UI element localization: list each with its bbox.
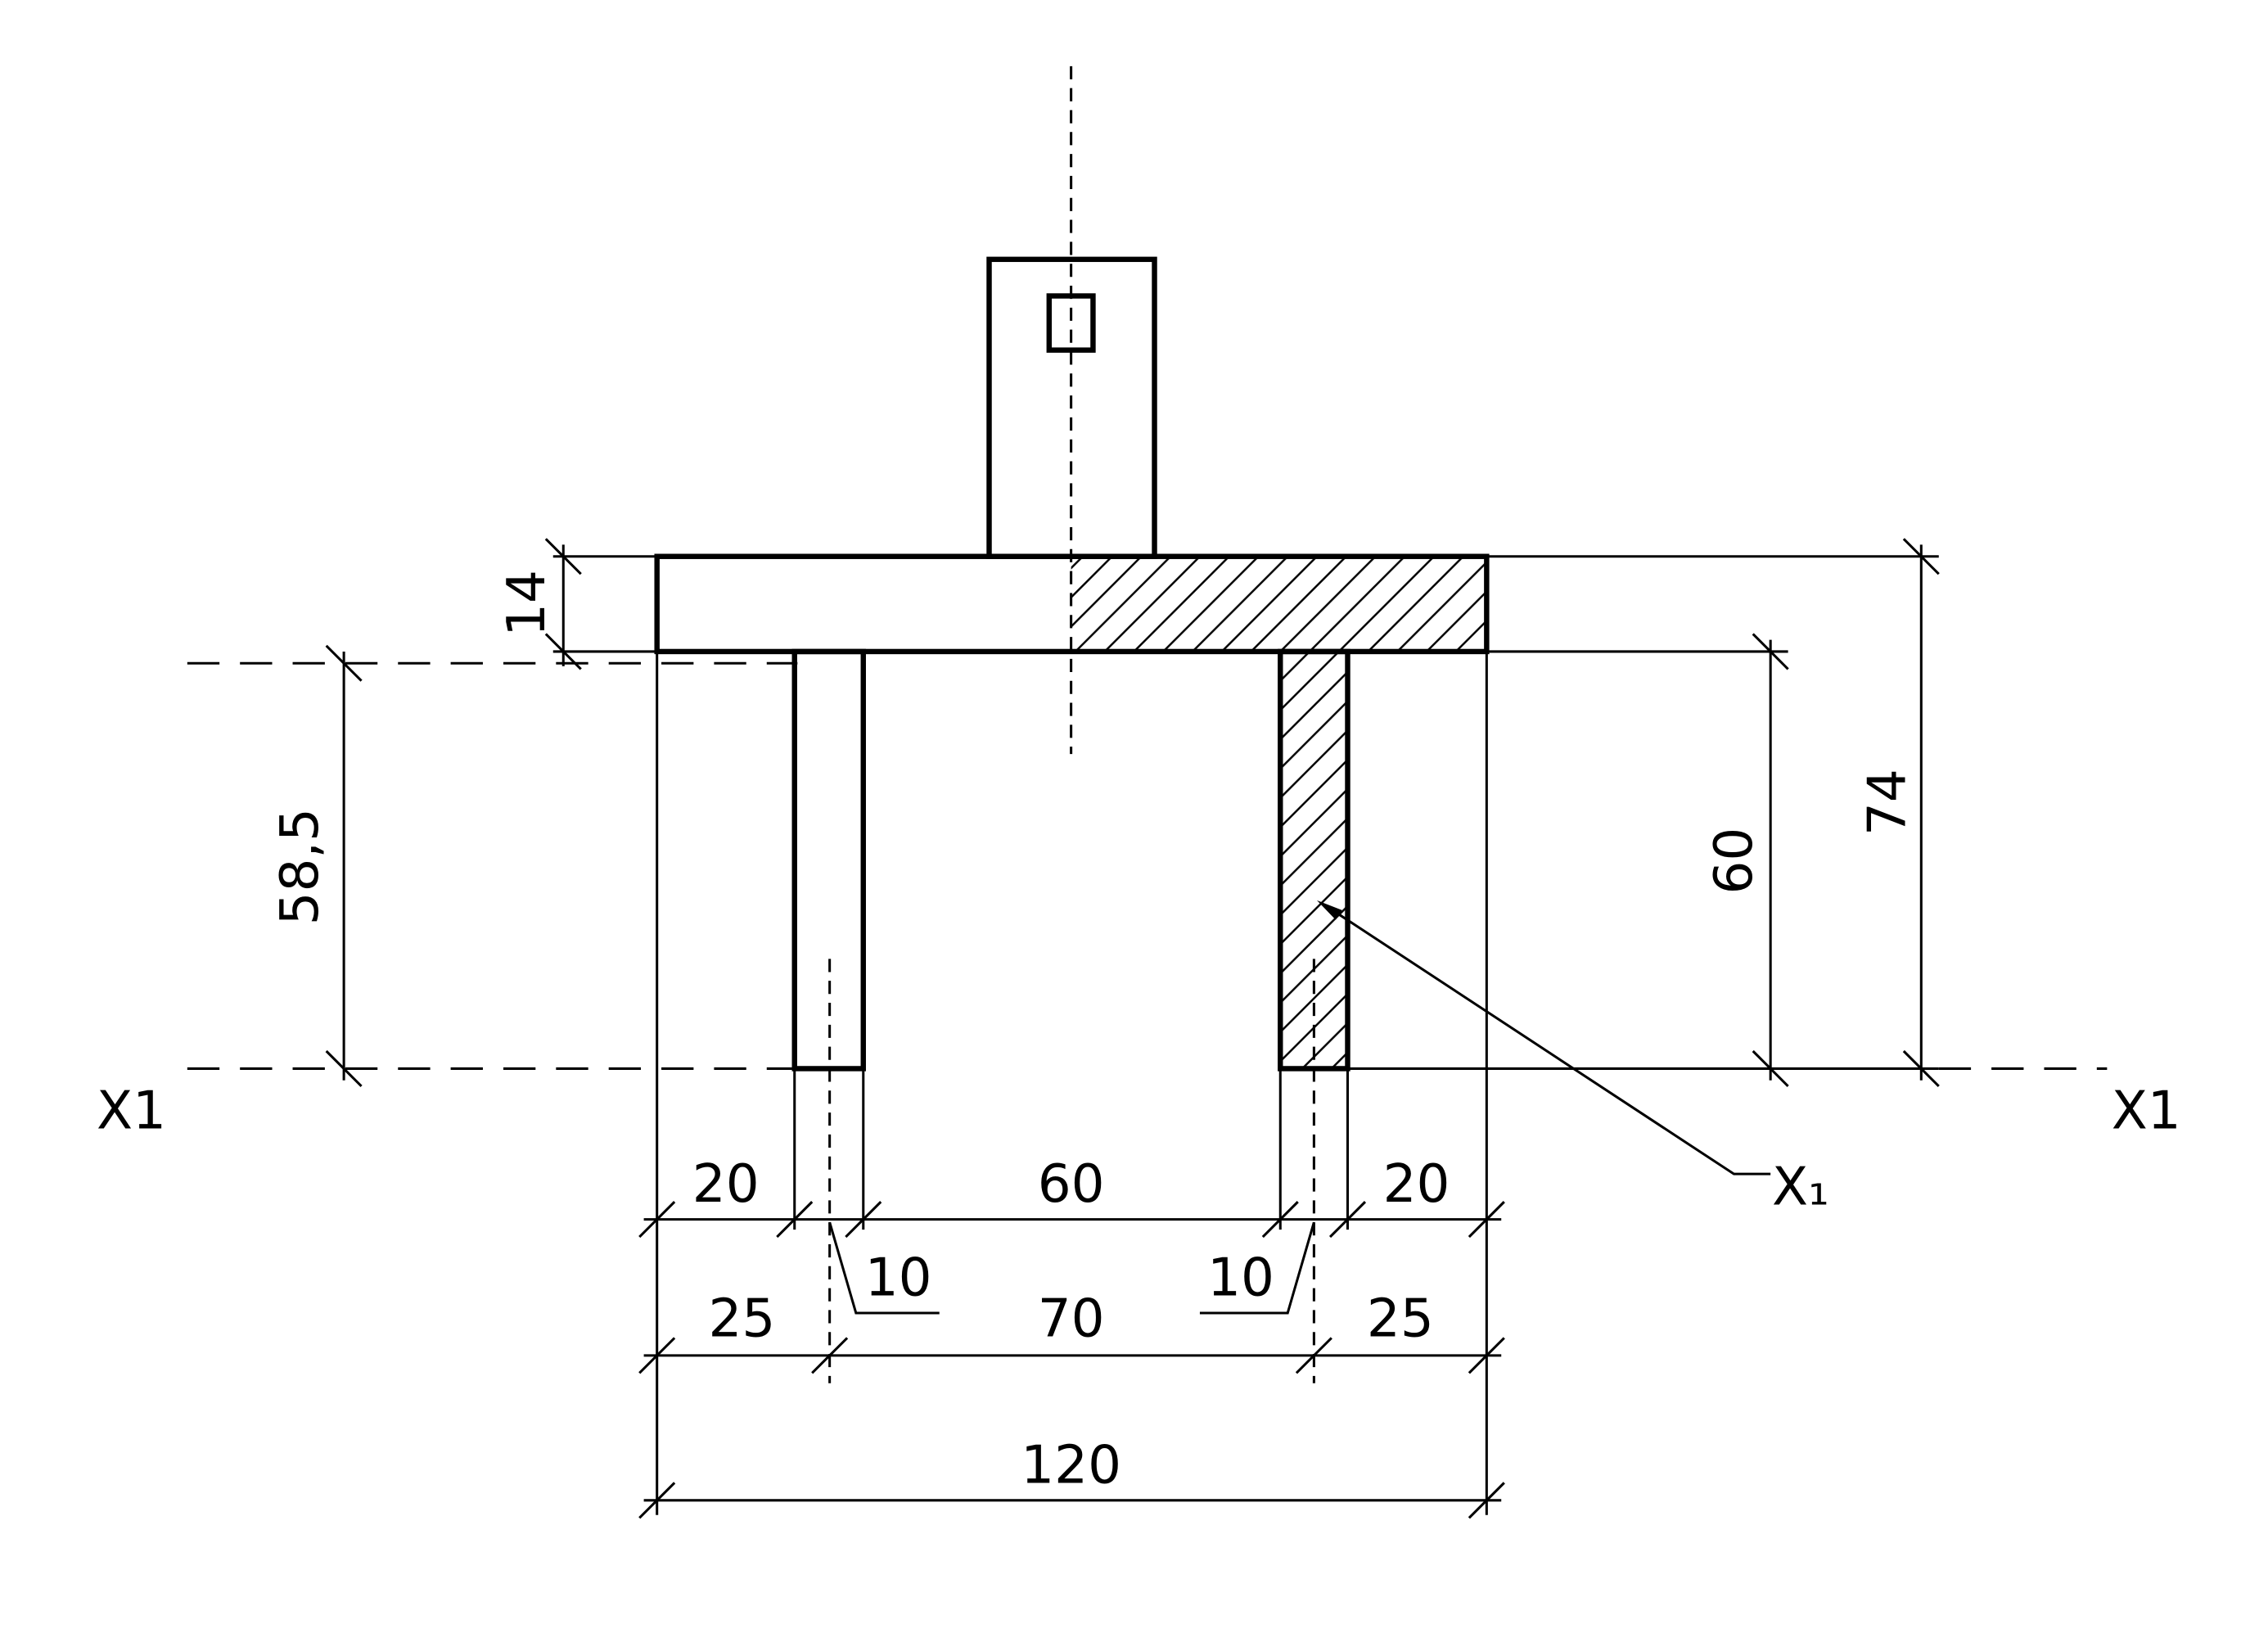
section-marks: X1 X1 X₁ (97, 1081, 2181, 1218)
tick-row1-1016 (1468, 1201, 1505, 1239)
section-mark-right: X1 (2112, 1081, 2181, 1142)
tick-14-top (544, 538, 582, 575)
dim-text-axis-to-axis: 58,5 (269, 808, 331, 925)
center-lines (187, 65, 2108, 1383)
dim-text-axis-span: 70 (1038, 1288, 1105, 1350)
tick-row1-543 (776, 1201, 814, 1239)
tick-58-5-bottom (325, 1049, 363, 1087)
tick-row1-449 (638, 1201, 676, 1239)
tick-60-bottom (1752, 1049, 1789, 1087)
tick-row2-449 (638, 1337, 676, 1374)
tick-14-bottom (544, 633, 582, 670)
tick-74-top (1902, 538, 1940, 575)
dim-text-right-offset: 25 (1367, 1288, 1434, 1350)
dim-text-left-offset: 25 (708, 1288, 775, 1350)
dimension-lines (342, 544, 1923, 1502)
tick-row2-898 (1295, 1337, 1332, 1374)
section-hatching (1071, 556, 1487, 1069)
dim-text-clear-span: 60 (1038, 1153, 1105, 1215)
dimension-ticks (325, 538, 1940, 1519)
tick-row3-1016 (1468, 1482, 1505, 1519)
dim-text-flange-thickness: 14 (496, 570, 557, 637)
tick-row1-590 (845, 1201, 882, 1239)
extension-lines (552, 555, 1939, 1515)
dim-text-left-overhang: 20 (692, 1153, 760, 1215)
dim-text-right-overhang: 20 (1383, 1153, 1450, 1215)
leader-leg-thickness-right (1199, 1221, 1315, 1315)
tick-row2-567 (811, 1337, 849, 1374)
leader-arrowhead (1316, 900, 1342, 920)
dimension-texts: 14 58,5 60 74 20 60 20 10 10 25 70 25 12… (269, 570, 1919, 1496)
tick-74-bottom (1902, 1049, 1940, 1087)
tick-row2-1016 (1468, 1337, 1505, 1374)
dim-text-overall-width: 120 (1021, 1434, 1121, 1496)
dim-text-overall-height: 74 (1857, 769, 1919, 836)
section-mark-left: X1 (97, 1081, 166, 1142)
dim-text-leg-thickness-left: 10 (865, 1248, 932, 1309)
flange-section-hatch (1071, 556, 1487, 652)
leaders (828, 900, 1771, 1315)
dim-text-leg-thickness-right: 10 (1207, 1248, 1274, 1309)
tick-60-top (1752, 633, 1789, 670)
section-leader-label: X₁ (1772, 1157, 1829, 1218)
right-leg-section-hatch (1280, 651, 1348, 1069)
tick-row1-875 (1261, 1201, 1299, 1239)
leader-section-x1 (1323, 903, 1771, 1175)
tick-row1-921 (1328, 1201, 1367, 1239)
dim-text-leg-height: 60 (1703, 828, 1765, 895)
tick-58-5-top (325, 644, 363, 682)
leader-leg-thickness-left (828, 1221, 940, 1315)
tick-row3-449 (638, 1482, 676, 1519)
